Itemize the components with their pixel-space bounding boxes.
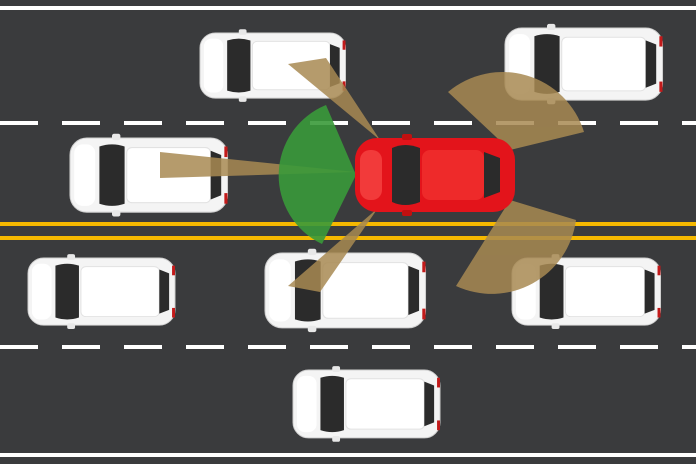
car-lower-left <box>27 253 176 330</box>
radar-beams <box>160 58 584 294</box>
car-bottom <box>292 365 441 443</box>
rear-sector-bottom <box>456 200 576 294</box>
center-line-upper <box>0 222 696 226</box>
beam-lower-left <box>288 208 378 292</box>
front-sensor-sector <box>278 105 356 244</box>
rear-sector-top <box>448 72 584 150</box>
ego-car-red <box>355 134 515 216</box>
bottom-edge-line <box>0 453 696 457</box>
beam-upper-left <box>288 58 380 140</box>
car-lower-middle <box>264 248 427 333</box>
top-edge-line <box>0 6 696 10</box>
